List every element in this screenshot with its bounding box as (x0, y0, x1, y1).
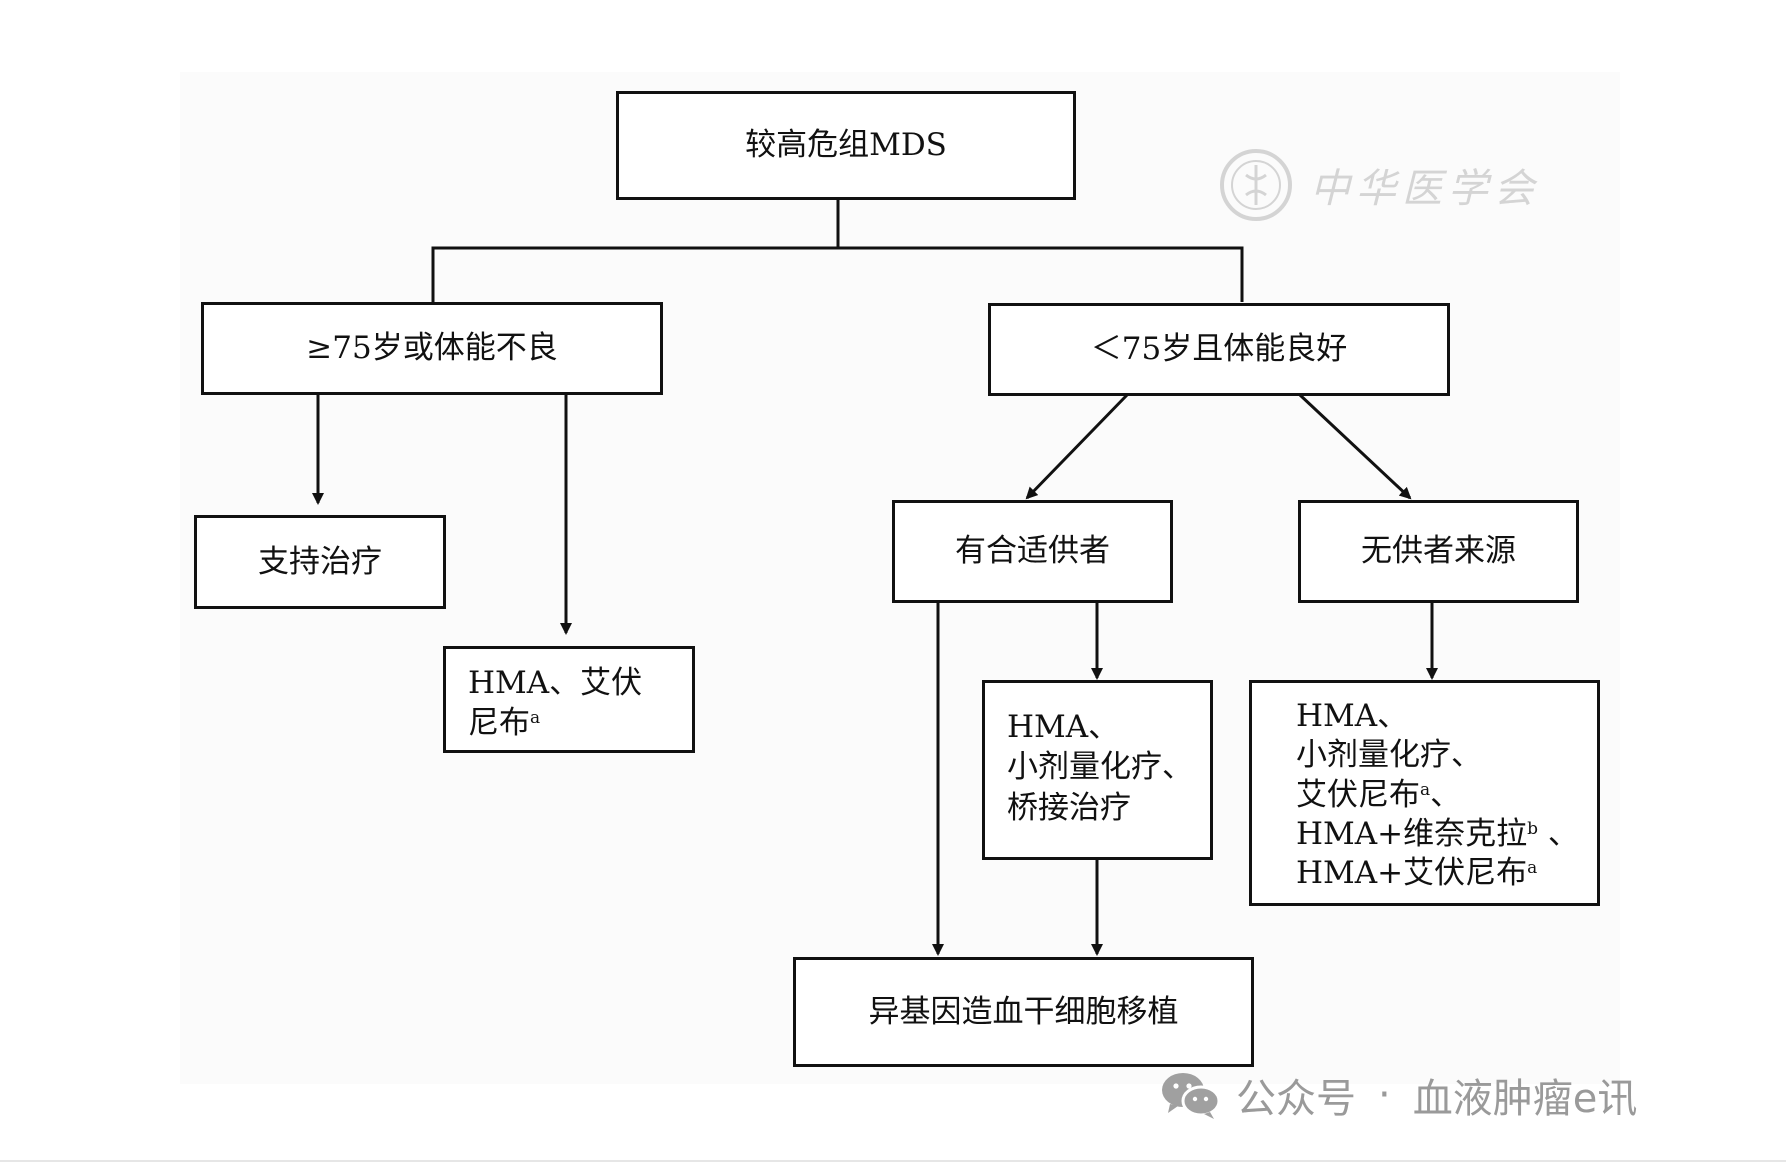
bottom-divider (0, 1160, 1786, 1162)
hma-ivosidenib-line-2-text: 尼布 (468, 705, 530, 742)
hma-ivosidenib-line-2: 尼布a (468, 703, 670, 743)
node-no-donor: 无供者来源 (1298, 500, 1579, 603)
node-supportive-care-label: 支持治疗 (258, 543, 382, 580)
node-bridging-therapy: HMA、 小剂量化疗、 桥接治疗 (982, 680, 1213, 860)
node-no-donor-treatment-options: HMA、 小剂量化疗、 艾伏尼布a、 HMA+维奈克拉b 、 HMA+艾伏尼布a (1249, 680, 1600, 906)
no-donor-option-4-text: HMA+维奈克拉 (1296, 816, 1528, 853)
footnote-b-marker: b (1527, 819, 1539, 840)
node-age-75-or-unfit: ≥75岁或体能不良 (201, 302, 663, 395)
bridging-line-2: 小剂量化疗、 (1007, 749, 1193, 786)
node-suitable-donor: 有合适供者 (892, 500, 1173, 603)
arrow-young-to-donor (1025, 393, 1129, 500)
wechat-icon (1162, 1073, 1221, 1119)
hma-ivosidenib-line-1: HMA、艾伏 (468, 665, 643, 701)
bridging-line-3: 桥接治疗 (1007, 789, 1131, 826)
node-high-risk-mds-label: 较高危组MDS (745, 127, 947, 164)
wechat-account-footer: 公众号 · 血液肿瘤e讯 (1160, 1065, 1637, 1125)
node-no-donor-label: 无供者来源 (1361, 533, 1516, 570)
connector-root-to-old (431, 246, 1244, 302)
no-donor-option-4-tail: 、 (1538, 816, 1579, 853)
node-allogeneic-hsct-label: 异基因造血干细胞移植 (868, 993, 1179, 1030)
footer-account-name: 血液肿瘤e讯 (1412, 1076, 1638, 1122)
no-donor-option-3-tail: 、 (1430, 776, 1462, 813)
no-donor-option-5-text: HMA+艾伏尼布 (1296, 855, 1528, 892)
node-high-risk-mds: 较高危组MDS (616, 91, 1076, 200)
no-donor-option-3: 艾伏尼布a、 (1296, 776, 1575, 815)
no-donor-option-3-text: 艾伏尼布 (1296, 776, 1420, 813)
node-under-75-and-fit-label: ＜75岁且体能良好 (1090, 331, 1348, 368)
node-allogeneic-hsct: 异基因造血干细胞移植 (793, 957, 1254, 1067)
no-donor-option-5: HMA+艾伏尼布a (1296, 854, 1575, 893)
node-hma-ivosidenib-elderly: HMA、艾伏 尼布a (443, 646, 695, 753)
publisher-watermark: 中华医学会 (1218, 145, 1540, 225)
footer-separator: · (1378, 1072, 1391, 1118)
footnote-a-marker: a (530, 708, 541, 729)
footnote-a-marker: a (1527, 858, 1538, 879)
no-donor-option-1: HMA、 (1296, 698, 1409, 734)
chinese-medical-association-seal-icon (1220, 149, 1292, 221)
footnote-a-marker: a (1420, 779, 1431, 800)
node-supportive-care: 支持治疗 (194, 515, 446, 609)
no-donor-option-4: HMA+维奈克拉b 、 (1296, 815, 1579, 854)
node-under-75-and-fit: ＜75岁且体能良好 (988, 303, 1450, 396)
bridging-line-1: HMA、 (1007, 709, 1120, 745)
no-donor-option-2: 小剂量化疗、 (1296, 737, 1482, 774)
watermark-text: 中华医学会 (1310, 166, 1540, 212)
arrow-young-to-no-donor (1298, 393, 1412, 500)
node-suitable-donor-label: 有合适供者 (955, 533, 1110, 570)
footer-label: 公众号 (1236, 1076, 1356, 1122)
node-age-75-or-unfit-label: ≥75岁或体能不良 (306, 330, 558, 367)
